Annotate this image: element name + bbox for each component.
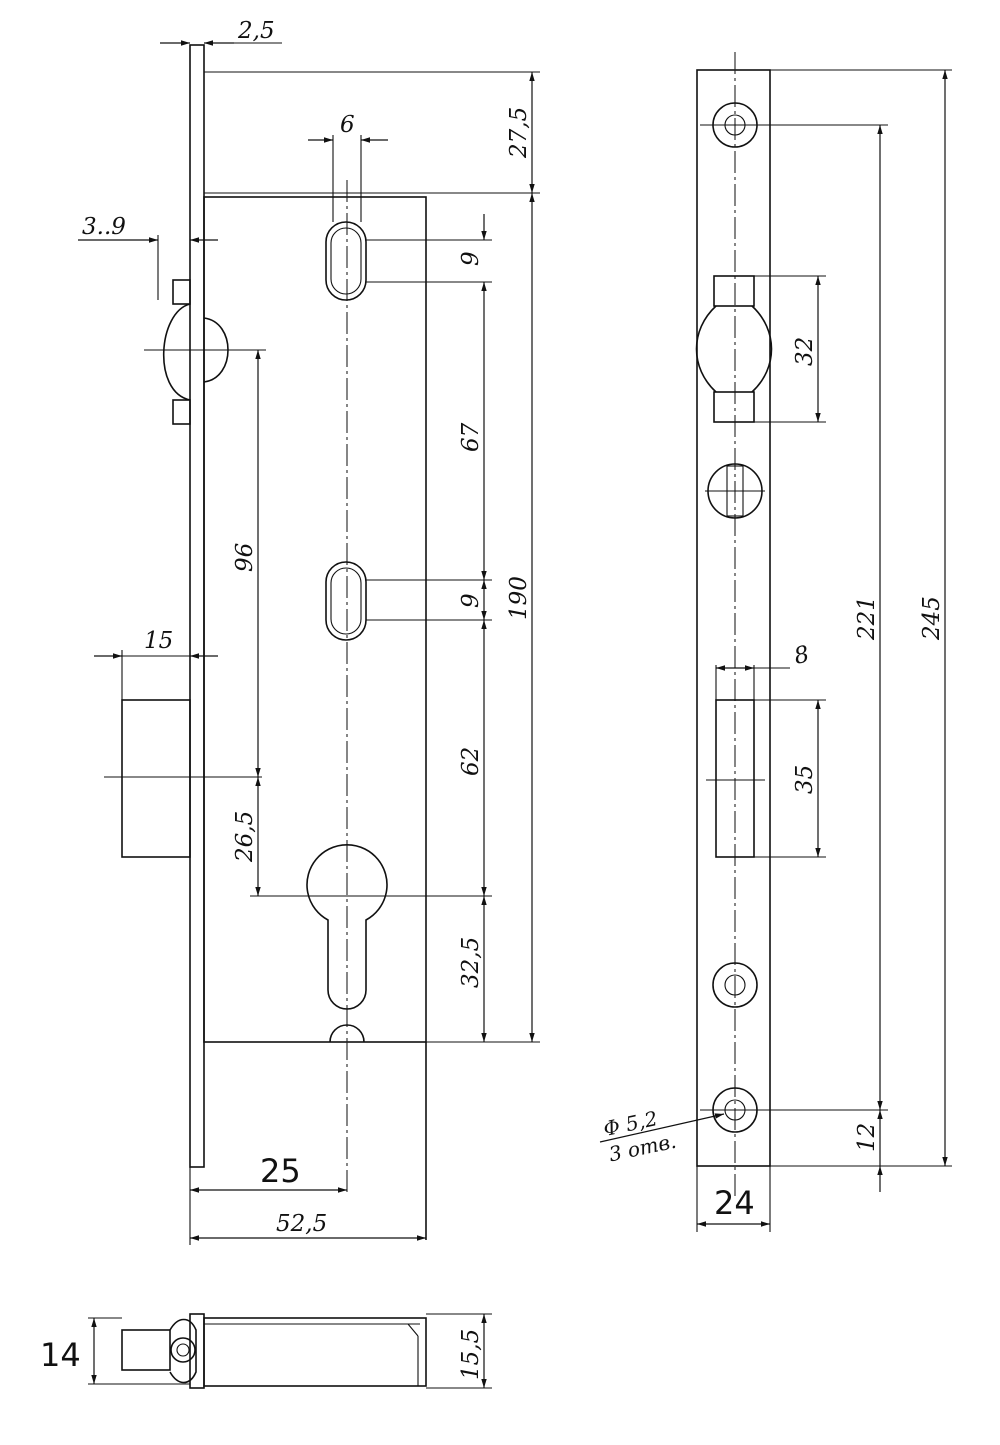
dim-52-5: 52,5 <box>276 1211 327 1237</box>
slot-top <box>325 221 367 301</box>
dim-6: 6 <box>340 112 355 138</box>
bottom-notch <box>329 1024 365 1043</box>
latch-end <box>169 1318 197 1384</box>
dim-190: 190 <box>506 576 532 620</box>
dim-24: 24 <box>714 1184 755 1222</box>
faceplate-edge <box>189 44 205 1168</box>
dim-8: 8 <box>792 641 812 669</box>
dim-9-top: 9 <box>458 251 484 266</box>
dim-32: 32 <box>792 337 818 366</box>
deadbolt <box>104 699 262 858</box>
dim-221: 221 <box>854 596 880 641</box>
latch-opening <box>695 275 773 423</box>
round-opening <box>705 463 765 519</box>
dim-12: 12 <box>854 1123 880 1152</box>
faceplate-dimensions: 32 221 245 8 35 12 24 Φ 5,2 3 отв. <box>599 70 948 1227</box>
dim-96: 96 <box>232 543 258 572</box>
dim-15: 15 <box>144 628 173 654</box>
dim-62: 62 <box>458 747 484 776</box>
faceplate-end <box>189 1313 205 1389</box>
front-view <box>104 44 540 1240</box>
dim-25: 25 <box>260 1152 301 1190</box>
cylinder-hole <box>306 844 388 1010</box>
dim-9-mid: 9 <box>458 593 484 608</box>
deadbolt-opening <box>706 665 765 858</box>
dim-3-9: 3..9 <box>82 214 126 240</box>
dim-2-5: 2,5 <box>237 18 275 44</box>
dim-67: 67 <box>458 422 484 452</box>
latch-bolt <box>144 279 232 425</box>
dim-32-5: 32,5 <box>458 937 484 988</box>
faceplate-view <box>695 52 952 1232</box>
case-end <box>203 1317 427 1387</box>
dim-26-5: 26,5 <box>232 811 258 863</box>
bolt-end <box>121 1329 171 1371</box>
dim-14: 14 <box>40 1336 81 1374</box>
dim-27-5: 27,5 <box>506 107 532 159</box>
screw-hole-middle <box>712 962 758 1008</box>
dim-245: 245 <box>919 596 945 641</box>
bottom-view: 14 15,5 <box>40 1313 492 1389</box>
dim-35: 35 <box>792 765 818 794</box>
front-dimensions: 2,5 27,5 6 3..9 9 67 9 62 32,5 190 <box>78 18 535 1245</box>
slot-middle <box>325 561 367 641</box>
faceplate <box>696 69 771 1167</box>
dim-15-5: 15,5 <box>458 1329 484 1380</box>
